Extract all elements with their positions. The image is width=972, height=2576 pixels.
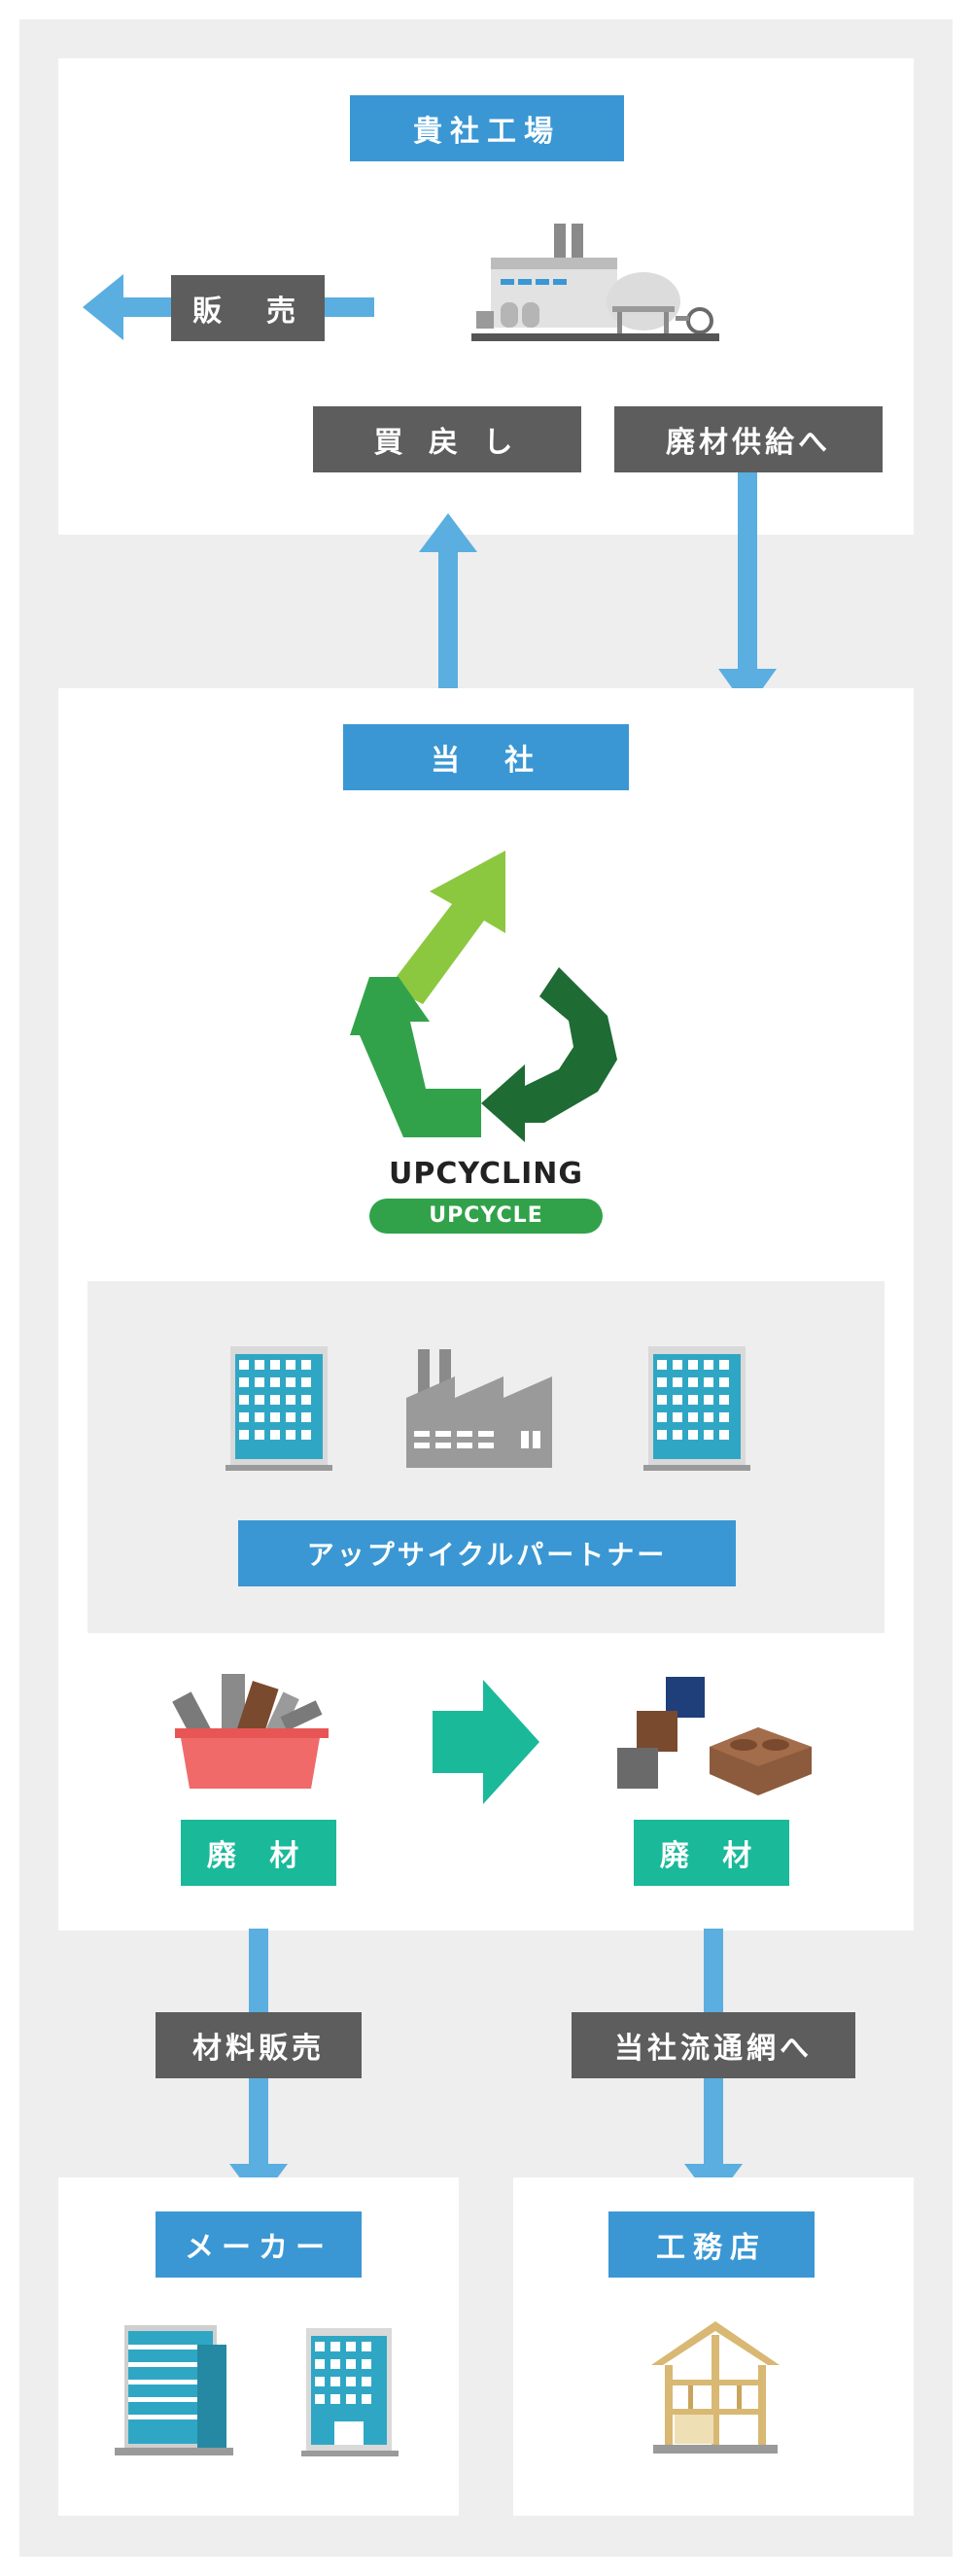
office-building-icon <box>226 1346 332 1471</box>
supply-arrow-down <box>718 472 777 710</box>
sell-label: 販 売 <box>171 275 325 341</box>
recycle-arrows-icon <box>350 851 617 1142</box>
factory-icon <box>406 1349 552 1468</box>
factory-plant-icon <box>471 224 719 341</box>
sales-label: 材料販売 <box>156 2012 362 2078</box>
office-building-icon-3 <box>115 2325 233 2455</box>
waste-label-left: 廃 材 <box>181 1820 336 1886</box>
office-building-icon-2 <box>643 1346 750 1471</box>
transform-arrow <box>433 1680 539 1804</box>
waste-label-right: 廃 材 <box>634 1820 789 1886</box>
factory-title: 貴社工場 <box>350 95 624 161</box>
buyback-arrow-up <box>419 513 477 690</box>
buyback-label: 買 戻 し <box>313 406 581 472</box>
upcycling-wordmark: UPCYCLING <box>388 1157 584 1191</box>
builder-title: 工務店 <box>608 2211 815 2278</box>
supply-label: 廃材供給へ <box>614 406 883 472</box>
office-building-icon-4 <box>301 2328 399 2456</box>
waste-basket-icon <box>172 1674 329 1789</box>
partner-label: アップサイクルパートナー <box>238 1520 736 1586</box>
company-title: 当 社 <box>343 724 629 790</box>
upcycled-product-icon <box>617 1677 812 1795</box>
house-frame-icon <box>651 2321 780 2454</box>
maker-title: メーカー <box>156 2211 362 2278</box>
network-label: 当社流通網へ <box>572 2012 855 2078</box>
upcycle-badge: UPCYCLE <box>369 1199 603 1234</box>
